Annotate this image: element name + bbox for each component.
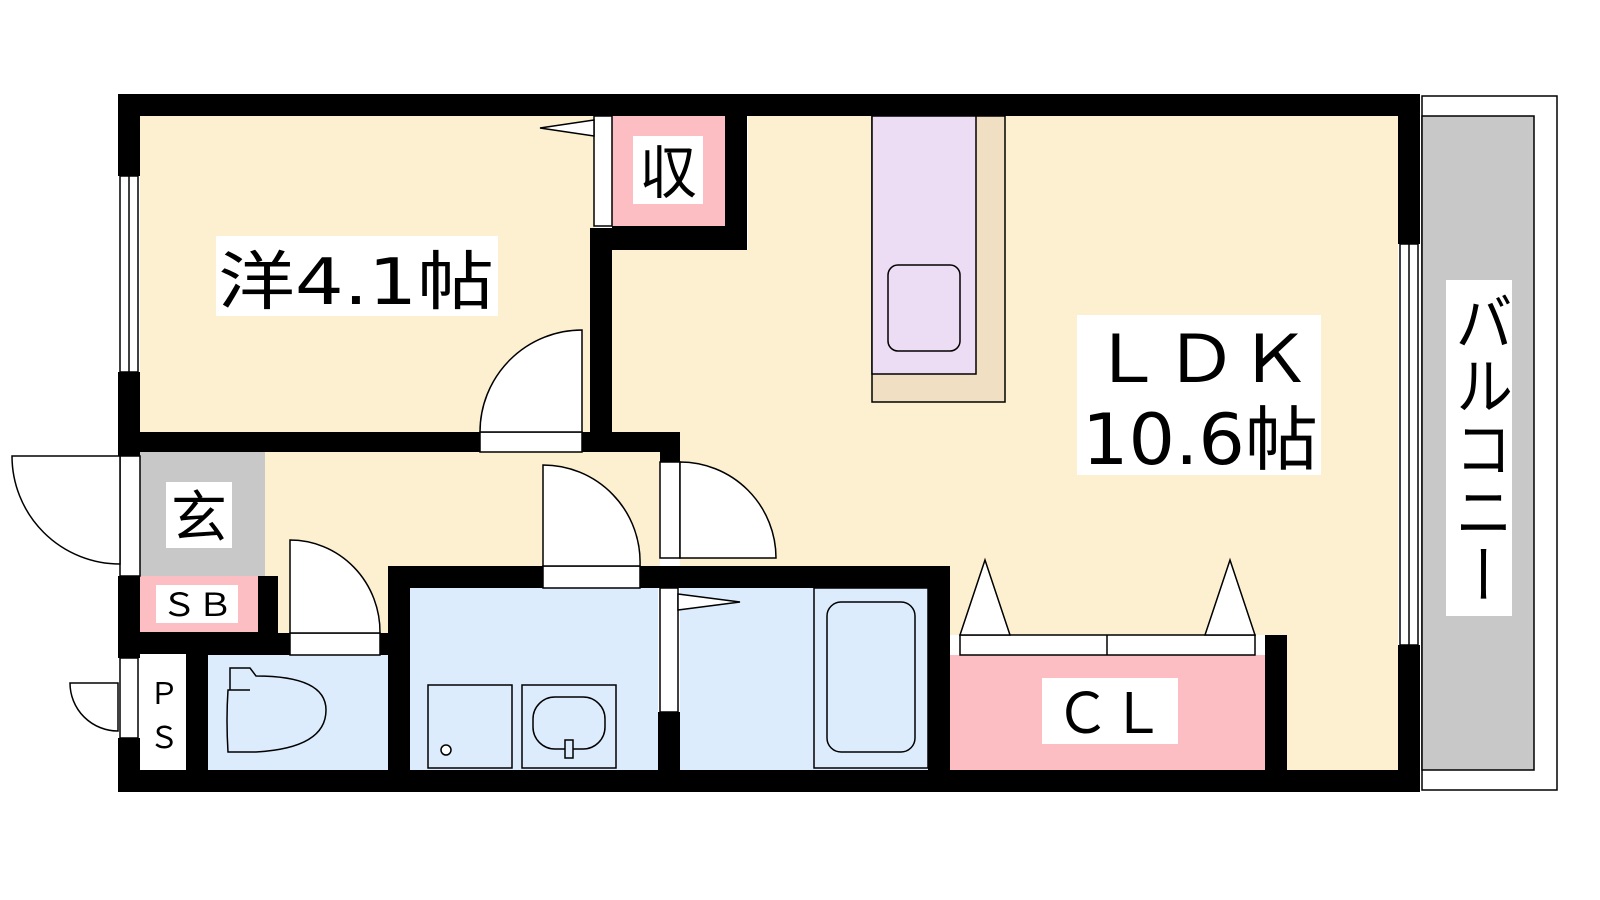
entrance-label-bg xyxy=(166,482,232,548)
bathtub-inner xyxy=(826,601,916,753)
balcony-label-bg xyxy=(1446,280,1512,616)
shoe-box-label-bg xyxy=(156,585,238,623)
ldk-label-bg xyxy=(1077,315,1321,475)
western-room-label-bg xyxy=(216,236,498,316)
kitchen-sink xyxy=(887,264,961,352)
faucet-icon xyxy=(564,739,574,759)
western-room-label: 洋4.1帖 xyxy=(218,246,494,320)
washing-machine-space xyxy=(427,684,513,769)
pipe-space-floor xyxy=(140,654,186,770)
ldk-label-line2: 10.6帖 xyxy=(1082,399,1318,481)
drain-icon xyxy=(440,744,452,756)
entrance-label: 玄 xyxy=(171,486,227,551)
closet-label: ＣＬ xyxy=(1055,682,1165,747)
windows xyxy=(119,175,1419,739)
ldk-floor xyxy=(600,116,1398,770)
storage-label: 収 xyxy=(639,139,697,207)
closet-label-bg xyxy=(1042,678,1178,744)
ldk-label-line1: ＬＤＫ xyxy=(1090,321,1312,398)
storage-label-bg xyxy=(633,136,703,204)
walls xyxy=(118,94,1420,792)
pipe-space-label-line1: Ｐ xyxy=(149,677,179,712)
toilet-fixture xyxy=(226,667,327,753)
doors xyxy=(11,115,1257,732)
pipe-space-label-line2: Ｓ xyxy=(149,721,179,756)
shoe-box-label: ＳＢ xyxy=(161,586,233,624)
balcony-label: バルコニー xyxy=(1445,290,1513,606)
